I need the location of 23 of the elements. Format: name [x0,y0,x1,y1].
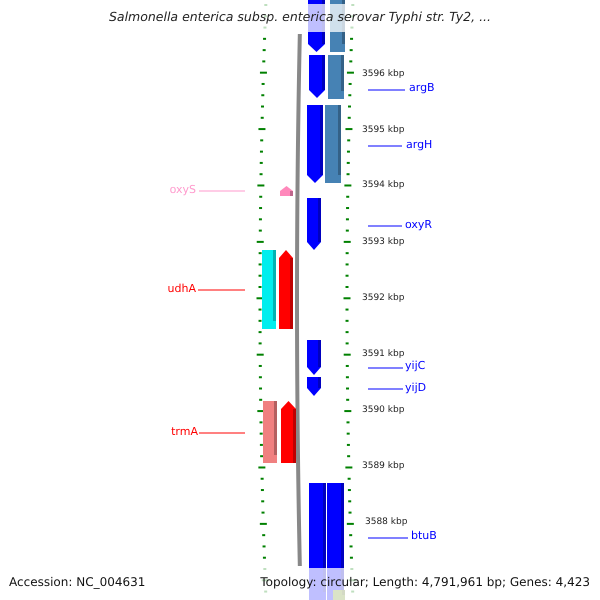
gene-label: argB [409,82,435,93]
scale-label: 3588 kbp [365,518,408,527]
scale-label: 3589 kbp [362,462,404,471]
gene-label: udhA [168,283,196,294]
leader-line [368,388,404,390]
scale-label: 3595 kbp [362,126,404,135]
scale-label: 3590 kbp [362,406,404,415]
genome-summary-text: Topology: circular; Length: 4,791,961 bp; Genes: 4,423 [260,576,590,588]
scale-label: 3593 kbp [362,238,404,247]
scale-label: 3594 kbp [362,181,404,190]
gene-label: yijD [405,382,426,393]
scale-label: 3596 kbp [362,70,404,79]
gene-label: btuB [411,530,437,541]
leader-line [198,190,246,192]
accession-text: Accession: NC_004631 [9,576,146,588]
leader-line [198,432,246,434]
scale-label: 3592 kbp [362,294,404,303]
gene-label: oxyR [405,219,432,230]
gene-label: yijC [405,360,426,371]
gene-label: argH [406,139,432,150]
gene-label: trmA [171,426,198,437]
gene-label: oxyS [170,184,196,195]
scale-label: 3591 kbp [362,350,404,359]
